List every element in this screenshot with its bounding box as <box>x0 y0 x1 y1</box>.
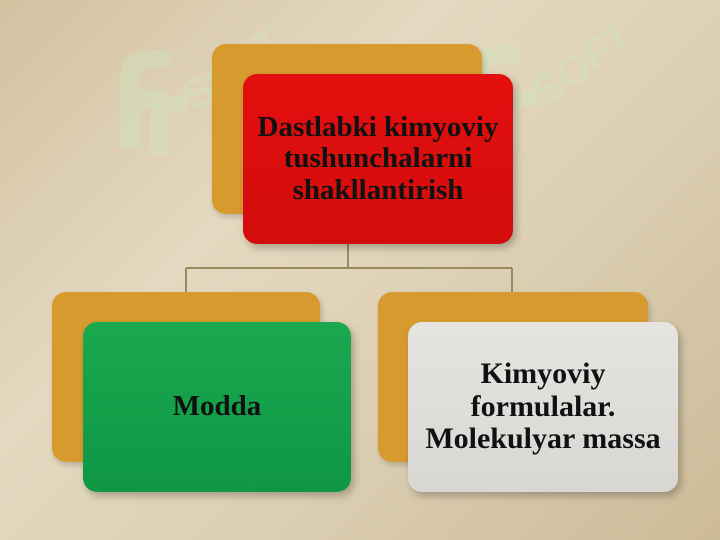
left-node: Modda <box>83 322 351 492</box>
watermark-text: SOFT <box>523 12 635 115</box>
top-node: Dastlabki kimyoviy tushunchalarni shakll… <box>243 74 513 244</box>
left-node-label: Modda <box>172 390 262 423</box>
top-node-label: Dastlabki kimyoviy tushunchalarni shakll… <box>257 111 499 206</box>
right-node: Kimyoviy formulalar. Molekulyar massa <box>408 322 678 492</box>
right-node-label: Kimyoviy formulalar. Molekulyar massa <box>425 357 661 456</box>
